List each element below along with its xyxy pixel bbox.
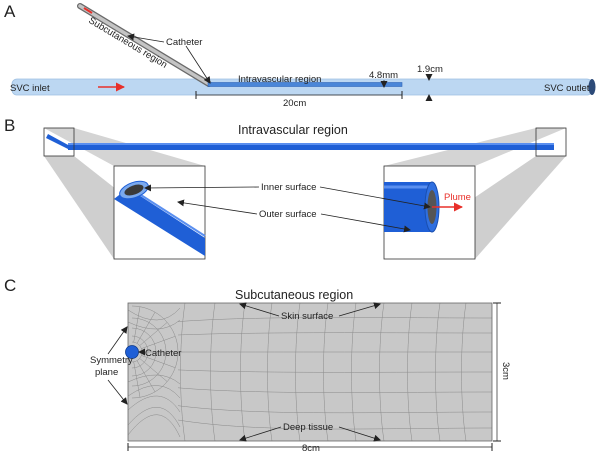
label-deep-tissue: Deep tissue <box>283 422 333 433</box>
label-inner-surface: Inner surface <box>261 182 316 193</box>
panel-c-letter: C <box>4 276 16 295</box>
skin-arrow-right <box>338 302 381 317</box>
outer-surface-arrow-right <box>320 213 411 233</box>
deep-arrow-left <box>239 426 282 442</box>
label-outer-surface: Outer surface <box>259 209 317 220</box>
label-svc-inlet: SVC inlet <box>10 83 50 94</box>
label-catheter-c: Catheter <box>145 348 181 359</box>
label-skin-surface: Skin surface <box>281 311 333 322</box>
label-20cm: 20cm <box>283 98 306 109</box>
symmetry-arrow-down <box>107 379 128 405</box>
label-1-9cm: 1.9cm <box>417 64 443 75</box>
panel-a-letter: A <box>4 2 16 21</box>
inner-surface-arrow-left <box>144 184 260 192</box>
svc-outlet-cap <box>588 79 596 95</box>
skin-arrow-left <box>239 302 280 317</box>
label-subcutaneous-region-a: Subcutaneous region <box>86 15 169 71</box>
panel-b-letter: B <box>4 116 15 135</box>
label-svc-outlet: SVC outlet <box>544 83 590 94</box>
catheter-arrow-a <box>127 33 165 43</box>
label-8cm: 8cm <box>302 443 320 452</box>
panel-c: C Subcutaneous region Catheter Skin surf… <box>4 276 511 452</box>
label-symmetry: Symmetry <box>90 355 133 366</box>
panel-b-title: Intravascular region <box>238 123 348 137</box>
zoom-box-right-small <box>535 127 567 157</box>
label-plume: Plume <box>444 192 471 203</box>
outer-surface-arrow-left <box>177 199 258 215</box>
panel-a: A Subcutaneous region SVC inlet SVC outl… <box>4 2 596 109</box>
zoom-box-left-small <box>43 127 75 157</box>
inner-surface-arrow-right <box>319 186 431 210</box>
label-3cm: 3cm <box>500 362 511 380</box>
svc-vessel <box>11 78 596 96</box>
label-catheter-a: Catheter <box>166 37 202 48</box>
symmetry-arrow-up <box>107 326 128 355</box>
catheter-tube <box>77 3 403 87</box>
deep-arrow-right <box>338 426 381 442</box>
catheter-arrow-tip <box>185 45 211 84</box>
label-intravascular-region-a: Intravascular region <box>238 74 321 85</box>
mesh-lines <box>127 302 493 442</box>
zoom-box-right: Plume <box>383 165 476 260</box>
catheter-entry-segment <box>46 134 70 150</box>
intravascular-catheter <box>68 143 554 150</box>
panel-c-title: Subcutaneous region <box>235 288 353 302</box>
zoom-box-left <box>113 165 206 260</box>
panel-b: B Intravascular region <box>4 116 567 260</box>
label-4-8mm: 4.8mm <box>369 70 398 81</box>
label-plane: plane <box>95 367 118 378</box>
